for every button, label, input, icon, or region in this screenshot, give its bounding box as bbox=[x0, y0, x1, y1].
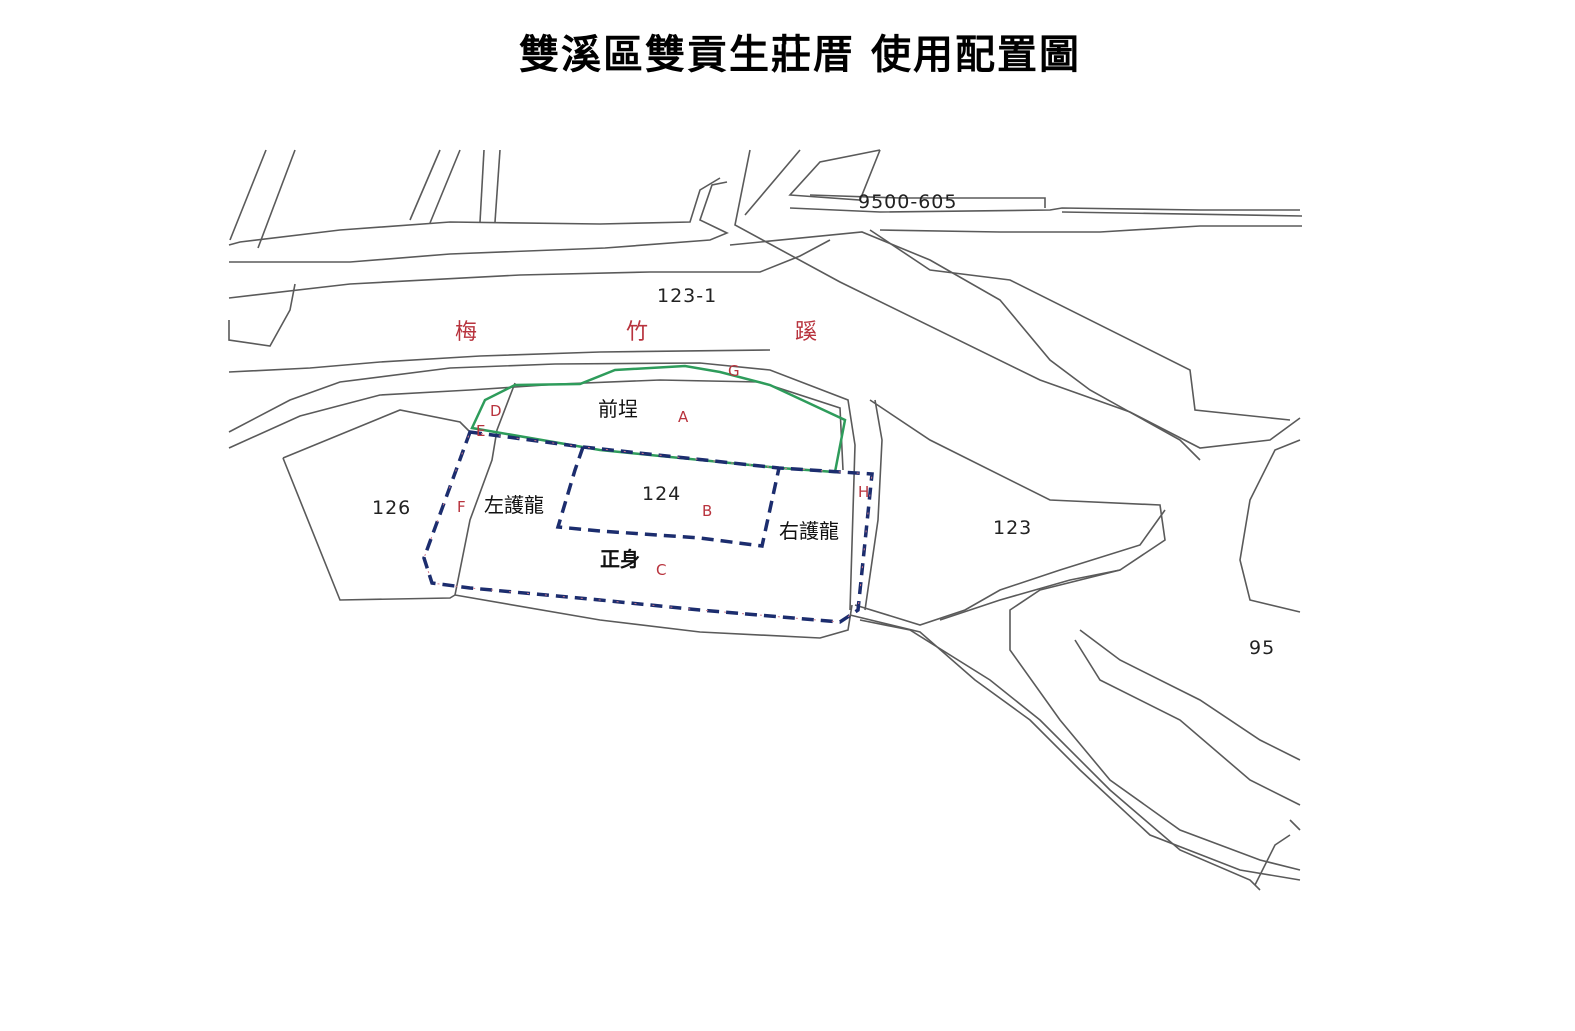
parcel-label-123-1: 123-1 bbox=[657, 285, 717, 307]
parcel-label-124: 124 bbox=[642, 483, 681, 505]
marker-f: F bbox=[457, 498, 466, 516]
marker-d: D bbox=[490, 402, 502, 420]
stream-label-char-3: 蹊 bbox=[795, 320, 817, 345]
building-dashed-boundary bbox=[422, 430, 874, 624]
marker-g: G bbox=[728, 362, 740, 380]
marker-e: E bbox=[476, 422, 485, 440]
marker-h: H bbox=[858, 483, 869, 501]
parcel-label-95: 95 bbox=[1249, 637, 1275, 659]
area-label-left-wing: 左護龍 bbox=[484, 493, 544, 517]
area-label-front-yard: 前埕 bbox=[598, 397, 638, 421]
courtyard-dashed-boundary bbox=[555, 446, 781, 548]
parcel-label-123: 123 bbox=[993, 517, 1032, 539]
stream-label-char-2: 竹 bbox=[626, 320, 648, 345]
parcel-label-126: 126 bbox=[372, 497, 411, 519]
cadastral-lines bbox=[228, 149, 1303, 891]
area-label-main-hall: 正身 bbox=[600, 547, 640, 571]
marker-b: B bbox=[702, 502, 712, 520]
page-title: 雙溪區雙貢生莊厝 使用配置圖 bbox=[519, 32, 1081, 78]
parcel-label-9500-605: 9500-605 bbox=[858, 191, 957, 213]
marker-c: C bbox=[656, 561, 666, 579]
area-label-right-wing: 右護龍 bbox=[779, 519, 839, 543]
stream-label-char-1: 梅 bbox=[455, 320, 477, 345]
marker-a: A bbox=[678, 408, 689, 426]
